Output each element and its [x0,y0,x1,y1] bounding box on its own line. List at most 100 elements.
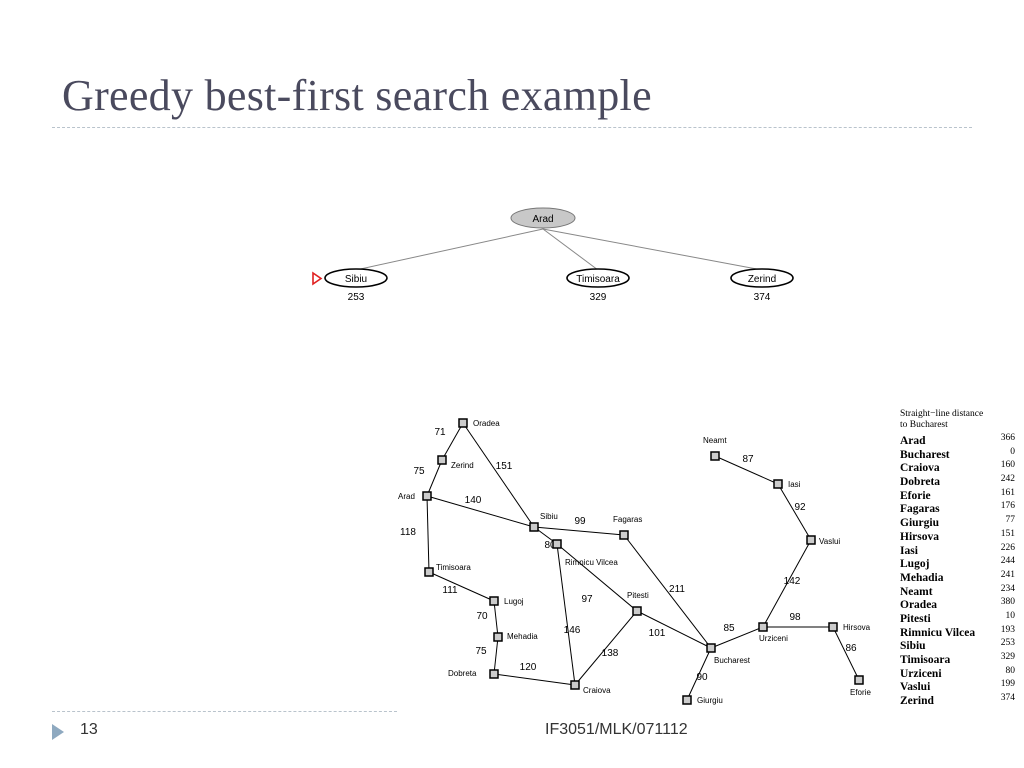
city-label-hirsova: Hirsova [843,623,871,632]
city-node-timisoara [424,567,434,577]
road-urziceni-vaslui [762,539,812,628]
tree-node-timisoara: Timisoara 329 [566,268,630,303]
heuristic-city: Hirsova [900,530,939,543]
tree-node-timisoara-label: Timisoara [576,274,620,285]
city-label-craiova: Craiova [583,686,611,695]
heuristic-value: 161 [1000,487,1015,498]
road-distance-label: 151 [496,461,513,472]
heuristic-city: Fagaras [900,503,940,516]
tree-node-zerind-label: Zerind [748,274,776,285]
heuristic-value: 80 [1005,665,1016,676]
road-distance-label: 97 [581,594,593,605]
heuristic-value: 329 [1000,652,1015,662]
tree-node-arad-ellipse [510,207,576,229]
road-oradea-sibiu [462,422,535,528]
tree-node-zerind: Zerind 374 [730,268,794,303]
heuristic-table: Straight−line distance to Bucharest Arad… [900,409,1024,708]
tree-node-zerind-ellipse [730,268,794,288]
city-node-fagaras [619,530,629,540]
city-label-neamt: Neamt [703,436,727,445]
road-rimnicu-pitesti [556,543,638,612]
tree-node-sibiu: Sibiu 253 [312,268,388,303]
heuristic-city: Vaslui [900,681,931,694]
search-tree: Arad Sibiu 253 Timisoara 329 Zerind 374 [312,207,794,303]
heuristic-city: Giurgiu [900,517,939,530]
heuristic-value: 244 [1000,556,1015,567]
heuristic-value: 199 [1000,679,1015,690]
city-label-pitesti: Pitesti [627,591,649,600]
tree-node-sibiu-label: Sibiu [345,274,367,285]
expansion-marker-icon [312,271,323,286]
slide-number: 13 [80,721,98,738]
city-node-iasi [773,479,783,489]
heuristic-row: Fagaras 176 [900,499,1024,516]
heuristic-caption-line1: Straight−line distance [900,409,984,419]
city-node-rimnicu [552,539,562,549]
heuristic-row: Dobreta 242 [900,472,1024,489]
road-arad-timisoara [426,495,430,573]
city-node-pitesti [632,606,642,616]
heuristic-value: 176 [1000,501,1015,512]
heuristic-city: Zerind [900,695,934,708]
road-iasi-neamt [714,455,779,485]
heuristic-row: Zerind 374 [900,691,1024,708]
map-distances: 7115175140118111707512099809714613821110… [400,427,857,683]
city-label-iasi: Iasi [788,480,801,489]
city-label-vaslui: Vaslui [819,537,840,546]
heuristic-value: 77 [1005,515,1016,526]
city-label-dobreta: Dobreta [448,669,477,678]
tree-edge-timisoara [542,228,599,271]
footer-course-code: IF3051/MLK/071112 [545,721,688,738]
city-node-dobreta [489,669,499,679]
road-distance-label: 90 [696,672,708,683]
city-label-fagaras: Fagaras [613,515,642,524]
heuristic-city: Dobreta [900,476,941,489]
tree-edge-zerind [542,228,763,271]
heuristic-value: 374 [1000,693,1015,704]
heuristic-caption-line2: to Bucharest [900,420,948,430]
city-label-giurgiu: Giurgiu [697,696,723,705]
heuristic-value: 242 [1000,474,1015,485]
city-label-sibiu: Sibiu [540,512,558,521]
road-bucharest-urziceni [710,626,764,649]
bullet-arrow-icon [52,724,64,740]
road-distance-label: 142 [784,576,801,587]
heuristic-value: 241 [1000,569,1015,580]
road-pitesti-bucharest [636,610,712,649]
heuristic-city: Craiova [900,462,940,475]
city-label-oradea: Oradea [473,419,500,428]
heuristic-city: Mehadia [900,571,944,584]
road-distance-label: 71 [434,427,446,438]
slide-title: Greedy best-first search example [62,71,652,120]
tree-node-sibiu-ellipse [324,268,388,288]
city-label-lugoj: Lugoj [504,597,524,606]
map-roads [426,422,860,701]
road-sibiu-fagaras [533,526,625,536]
city-label-mehadia: Mehadia [507,632,538,641]
tree-node-timisoara-value: 329 [590,292,607,303]
road-distance-label: 118 [400,527,416,538]
heuristic-city: Bucharest [900,448,950,461]
road-distance-label: 146 [564,625,581,636]
tree-node-zerind-value: 374 [754,292,771,303]
road-distance-label: 138 [602,648,619,659]
title-divider [52,127,972,128]
city-label-zerind: Zerind [451,461,474,470]
city-node-craiova [570,680,580,690]
footer-divider [52,711,397,712]
heuristic-row: Giurgiu 77 [900,513,1024,530]
map-cities: OradeaZerindAradTimisoaraLugojMehadiaDob… [398,418,871,705]
city-label-urziceni: Urziceni [759,634,788,643]
heuristic-value: 380 [1000,597,1015,608]
road-distance-label: 211 [669,584,685,595]
heuristic-value: 253 [1000,638,1015,649]
city-node-oradea [458,418,468,428]
road-rimnicu-craiova [556,543,576,686]
city-label-bucharest: Bucharest [714,656,751,665]
city-node-sibiu [529,522,539,532]
